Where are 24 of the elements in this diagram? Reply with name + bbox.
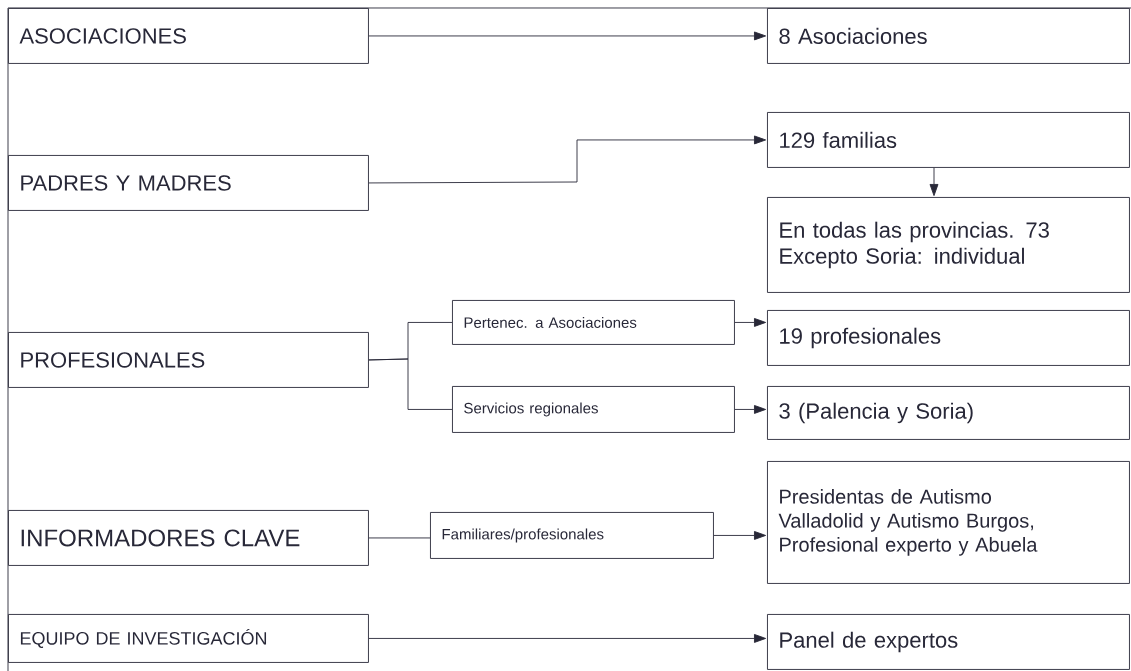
- category-box: INFORMADORES CLAVE: [8, 510, 369, 566]
- connector-line: [368, 358, 453, 410]
- arrow: [368, 634, 767, 643]
- subgroup-box: Familiares/profesionales: [430, 512, 714, 559]
- subgroup-box: Pertenec. a Asociaciones: [452, 300, 735, 345]
- result-box: En todas las provincias. 73 Excepto Soria: individual: [767, 197, 1130, 293]
- result-box: 8 Asociaciones: [767, 8, 1130, 64]
- subgroup-box: Servicios regionales: [452, 386, 735, 433]
- result-box: 19 profesionales: [767, 310, 1130, 366]
- result-box: 129 familias: [767, 112, 1130, 168]
- arrow: [368, 31, 767, 41]
- result-box: Panel de expertos: [767, 614, 1130, 670]
- category-box: EQUIPO DE INVESTIGACIÓN: [8, 614, 369, 663]
- category-box: ASOCIACIONES: [8, 8, 369, 64]
- arrow: [929, 167, 939, 197]
- category-box: PADRES Y MADRES: [8, 155, 369, 211]
- arrow: [734, 318, 767, 327]
- connector-line: [368, 537, 431, 539]
- result-box: 3 (Palencia y Soria): [767, 386, 1130, 440]
- arrow: [368, 135, 767, 184]
- result-box: Presidentas de Autismo Valladolid y Autismo Burgos, Profesional experto y Abuela: [767, 461, 1130, 584]
- category-box: PROFESIONALES: [8, 332, 369, 388]
- arrow: [713, 531, 767, 540]
- arrow: [734, 405, 767, 414]
